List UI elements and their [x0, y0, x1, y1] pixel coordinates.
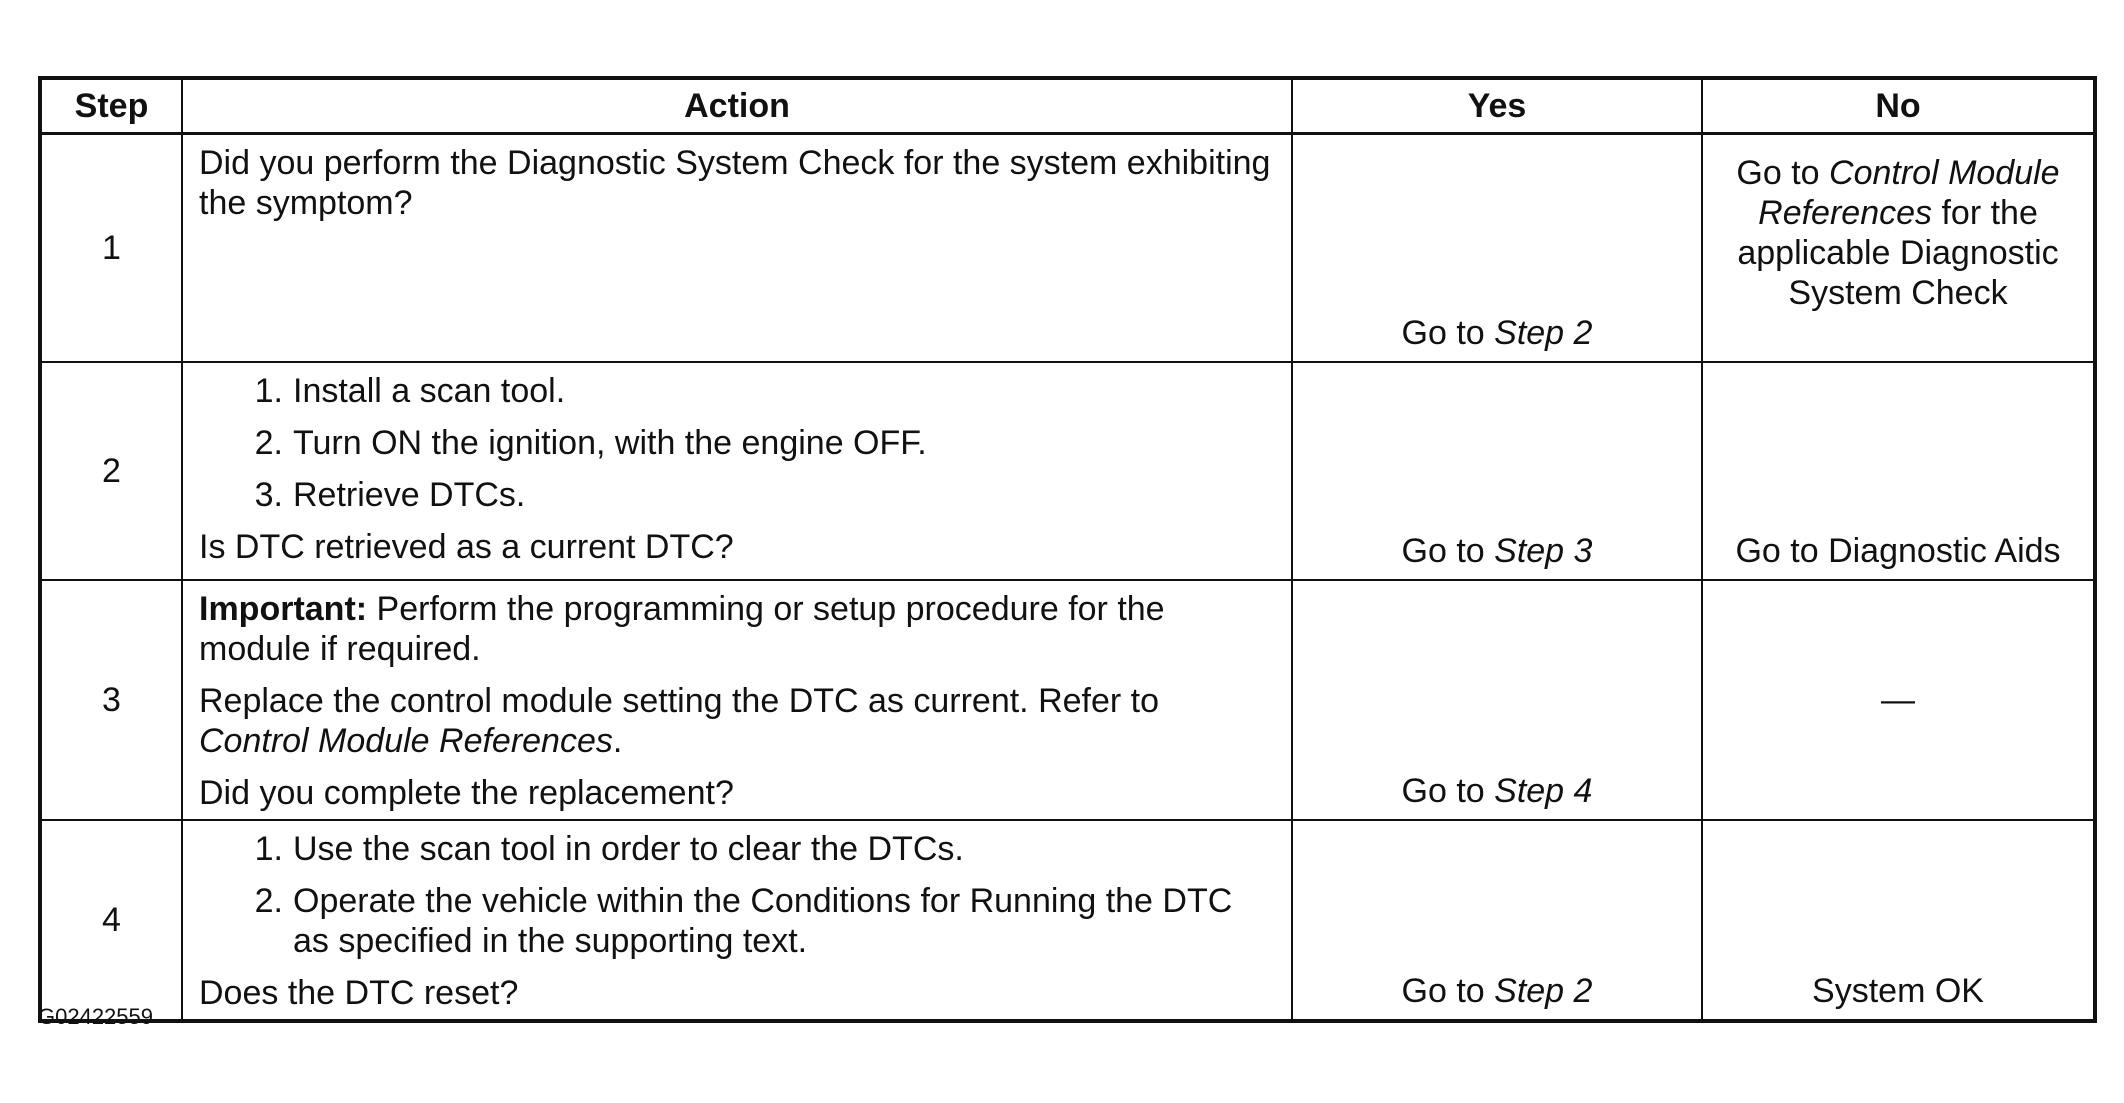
- list-text: Install a scan tool.: [293, 372, 566, 410]
- header-yes: Yes: [1291, 77, 1703, 135]
- replace-text: Replace the control module setting the D…: [199, 682, 1160, 720]
- table-row: 3 Important: Perform the programming or …: [39, 579, 2096, 821]
- header-no: No: [1701, 77, 2096, 135]
- list-text: Retrieve DTCs.: [293, 476, 526, 514]
- action-question: Is DTC retrieved as a current DTC?: [199, 528, 734, 566]
- table-row: 1 Did you perform the Diagnostic System …: [39, 132, 2096, 363]
- no-result: System OK: [1812, 972, 1984, 1010]
- list-number: 1.: [254, 830, 283, 868]
- figure-id: G02422559: [38, 1004, 153, 1029]
- step-number: 2: [39, 361, 183, 581]
- list-item: 1. Use the scan tool in order to clear th…: [199, 829, 1275, 869]
- action-question: Does the DTC reset?: [199, 974, 519, 1012]
- list-number: 2.: [254, 882, 283, 920]
- action-cell: 1. Use the scan tool in order to clear th…: [181, 819, 1293, 1022]
- step-link[interactable]: Step 3: [1494, 532, 1593, 570]
- no-cell: —: [1701, 579, 2096, 821]
- header-row: Step Action Yes No: [39, 77, 2096, 135]
- diagnostic-aids-link[interactable]: Go to Diagnostic Aids: [1735, 532, 2061, 570]
- action-question: Did you perform the Diagnostic System Ch…: [199, 144, 1271, 222]
- yes-prefix: Go to: [1401, 314, 1495, 352]
- list-text: Use the scan tool in order to clear the …: [293, 830, 964, 868]
- header-step: Step: [39, 77, 183, 135]
- action-cell: Did you perform the Diagnostic System Ch…: [181, 132, 1293, 363]
- important-text: Perform the programming or setup procedu…: [199, 590, 1165, 668]
- step-number: 1: [39, 132, 183, 363]
- action-cell: Important: Perform the programming or se…: [181, 579, 1293, 821]
- list-number: 2.: [254, 424, 283, 462]
- yes-cell: Go to Step 2: [1291, 132, 1703, 363]
- no-prefix: Go to: [1736, 154, 1830, 192]
- yes-prefix: Go to: [1401, 532, 1495, 570]
- list-item: 2. Turn ON the ignition, with the engine …: [199, 423, 1275, 463]
- list-item: 3. Retrieve DTCs.: [199, 475, 1275, 515]
- list-text: Turn ON the ignition, with the engine OF…: [293, 424, 927, 462]
- table-row: 4 1. Use the scan tool in order to clear …: [39, 819, 2096, 1022]
- step-number: 4: [39, 819, 183, 1022]
- list-number: 1.: [254, 372, 283, 410]
- diagnostic-table: Step Action Yes No 1 Did you perform the…: [38, 76, 2097, 1023]
- action-question: Did you complete the replacement?: [199, 774, 734, 812]
- step-link[interactable]: Step 2: [1494, 972, 1593, 1010]
- no-suffix: for the applicable Diagnostic System Che…: [1737, 194, 2059, 312]
- important-note: Important: Perform the programming or se…: [199, 589, 1275, 669]
- yes-cell: Go to Step 4: [1291, 579, 1703, 821]
- control-module-references-link[interactable]: Control Module References: [199, 722, 613, 760]
- action-cell: 1. Install a scan tool. 2. Turn ON the ign…: [181, 361, 1293, 581]
- yes-prefix: Go to: [1401, 972, 1495, 1010]
- replace-instruction: Replace the control module setting the D…: [199, 681, 1275, 761]
- header-action: Action: [181, 77, 1293, 135]
- step-number: 3: [39, 579, 183, 821]
- important-label: Important:: [199, 590, 368, 628]
- no-cell: System OK: [1701, 819, 2096, 1022]
- yes-cell: Go to Step 2: [1291, 819, 1703, 1022]
- no-dash: —: [1881, 681, 1915, 719]
- no-cell: Go to Diagnostic Aids: [1701, 361, 2096, 581]
- yes-prefix: Go to: [1401, 772, 1495, 810]
- no-cell: Go to Control Module References for the …: [1701, 132, 2096, 363]
- control-module-references-link[interactable]: Control Module References: [1758, 154, 2060, 232]
- list-item: 2. Operate the vehicle within the Conditi…: [199, 881, 1275, 961]
- list-text: Operate the vehicle within the Condition…: [293, 882, 1233, 960]
- replace-end: .: [612, 722, 623, 760]
- step-link[interactable]: Step 2: [1494, 314, 1593, 352]
- list-item: 1. Install a scan tool.: [199, 371, 1275, 411]
- table-row: 2 1. Install a scan tool. 2. Turn ON the i…: [39, 361, 2096, 581]
- step-link[interactable]: Step 4: [1494, 772, 1593, 810]
- list-number: 3.: [254, 476, 283, 514]
- yes-cell: Go to Step 3: [1291, 361, 1703, 581]
